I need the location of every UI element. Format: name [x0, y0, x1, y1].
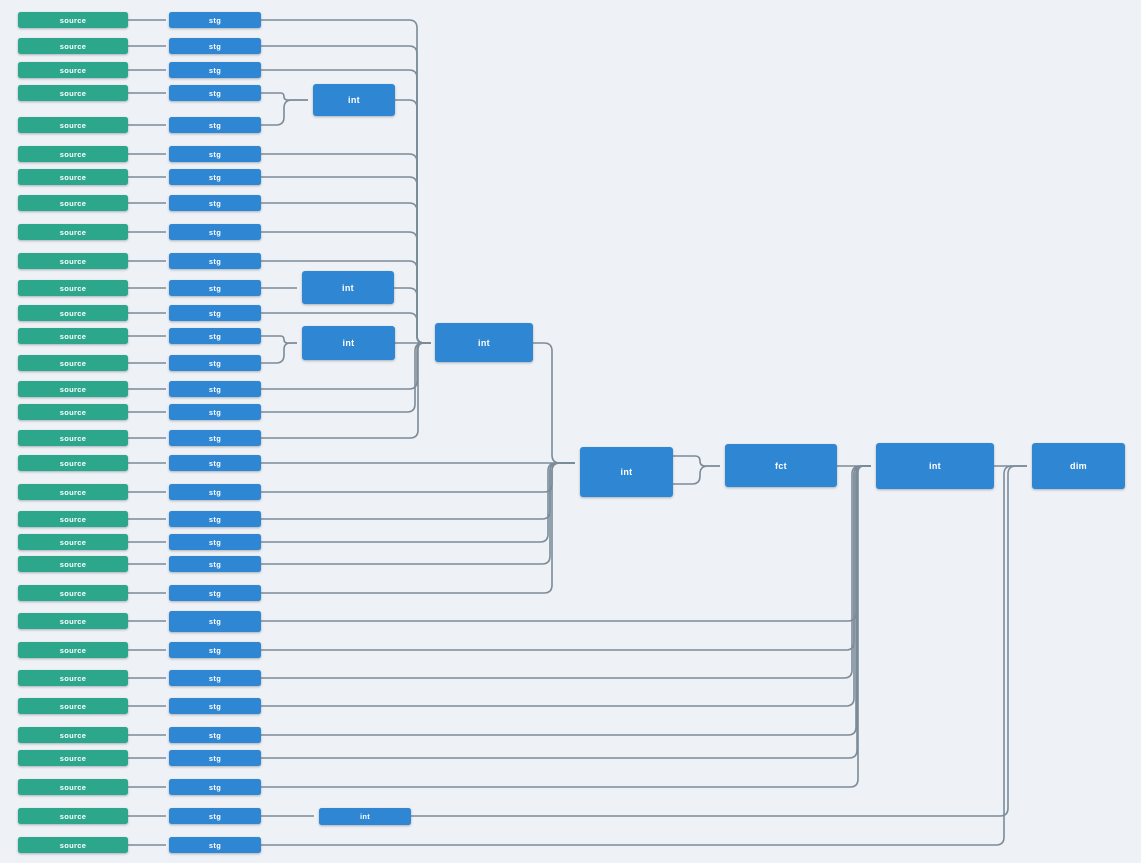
node-stg-13[interactable]: stg	[169, 328, 261, 344]
node-source-31[interactable]: source	[18, 808, 128, 824]
node-source-32[interactable]: source	[18, 837, 128, 853]
node-source-4[interactable]: source	[18, 85, 128, 101]
node-source-22[interactable]: source	[18, 556, 128, 572]
node-stg-32[interactable]: stg	[169, 837, 261, 853]
edge-stg-17-to-int-4	[261, 342, 431, 439]
node-stg-10[interactable]: stg	[169, 253, 261, 269]
node-stg-20[interactable]: stg	[169, 511, 261, 527]
node-source-8[interactable]: source	[18, 195, 128, 211]
node-source-25[interactable]: source	[18, 642, 128, 658]
node-source-18[interactable]: source	[18, 455, 128, 471]
node-source-24[interactable]: source	[18, 613, 128, 629]
node-source-30[interactable]: source	[18, 779, 128, 795]
node-int-4[interactable]: int	[435, 323, 533, 362]
node-source-29[interactable]: source	[18, 750, 128, 766]
node-source-10[interactable]: source	[18, 253, 128, 269]
node-stg-21[interactable]: stg	[169, 534, 261, 550]
node-source-20[interactable]: source	[18, 511, 128, 527]
node-stg-31[interactable]: stg	[169, 808, 261, 824]
node-int-7[interactable]: int	[319, 808, 411, 825]
edge-stg-32-to-dim-1	[261, 465, 1027, 846]
edge-stg-23-to-int-5	[261, 462, 575, 594]
node-source-26[interactable]: source	[18, 670, 128, 686]
node-stg-15[interactable]: stg	[169, 381, 261, 397]
node-stg-4[interactable]: stg	[169, 85, 261, 101]
node-stg-28[interactable]: stg	[169, 727, 261, 743]
node-stg-25[interactable]: stg	[169, 642, 261, 658]
node-source-16[interactable]: source	[18, 404, 128, 420]
edge-stg-13-to-int-3	[261, 335, 297, 344]
node-source-14[interactable]: source	[18, 355, 128, 371]
node-source-7[interactable]: source	[18, 169, 128, 185]
node-stg-23[interactable]: stg	[169, 585, 261, 601]
edge-int-5-to-fct-1	[673, 465, 720, 485]
node-source-17[interactable]: source	[18, 430, 128, 446]
node-int-2[interactable]: int	[302, 271, 394, 304]
node-source-12[interactable]: source	[18, 305, 128, 321]
node-source-1[interactable]: source	[18, 12, 128, 28]
node-stg-27[interactable]: stg	[169, 698, 261, 714]
node-stg-16[interactable]: stg	[169, 404, 261, 420]
node-source-15[interactable]: source	[18, 381, 128, 397]
node-fct-1[interactable]: fct	[725, 444, 837, 487]
node-stg-8[interactable]: stg	[169, 195, 261, 211]
node-stg-14[interactable]: stg	[169, 355, 261, 371]
node-stg-9[interactable]: stg	[169, 224, 261, 240]
node-int-1[interactable]: int	[313, 84, 395, 116]
node-source-5[interactable]: source	[18, 117, 128, 133]
node-stg-26[interactable]: stg	[169, 670, 261, 686]
node-stg-2[interactable]: stg	[169, 38, 261, 54]
node-int-5[interactable]: int	[580, 447, 673, 497]
node-int-3[interactable]: int	[302, 326, 395, 360]
node-stg-12[interactable]: stg	[169, 305, 261, 321]
node-stg-6[interactable]: stg	[169, 146, 261, 162]
node-source-19[interactable]: source	[18, 484, 128, 500]
node-source-23[interactable]: source	[18, 585, 128, 601]
node-stg-18[interactable]: stg	[169, 455, 261, 471]
node-int-6[interactable]: int	[876, 443, 994, 489]
node-dim-1[interactable]: dim	[1032, 443, 1125, 489]
node-stg-17[interactable]: stg	[169, 430, 261, 446]
node-stg-29[interactable]: stg	[169, 750, 261, 766]
node-source-28[interactable]: source	[18, 727, 128, 743]
node-stg-5[interactable]: stg	[169, 117, 261, 133]
edge-stg-30-to-int-6	[261, 465, 871, 788]
node-source-3[interactable]: source	[18, 62, 128, 78]
edge-int-5-to-fct-1	[673, 455, 720, 467]
node-source-27[interactable]: source	[18, 698, 128, 714]
node-stg-1[interactable]: stg	[169, 12, 261, 28]
node-stg-19[interactable]: stg	[169, 484, 261, 500]
node-source-21[interactable]: source	[18, 534, 128, 550]
edge-stg-5-to-int-1	[261, 99, 308, 126]
edge-stg-14-to-int-3	[261, 342, 297, 364]
node-stg-30[interactable]: stg	[169, 779, 261, 795]
node-source-6[interactable]: source	[18, 146, 128, 162]
node-stg-3[interactable]: stg	[169, 62, 261, 78]
edge-stg-4-to-int-1	[261, 92, 308, 101]
node-source-9[interactable]: source	[18, 224, 128, 240]
node-stg-22[interactable]: stg	[169, 556, 261, 572]
node-source-2[interactable]: source	[18, 38, 128, 54]
node-stg-7[interactable]: stg	[169, 169, 261, 185]
node-stg-24[interactable]: stg	[169, 611, 261, 632]
node-source-11[interactable]: source	[18, 280, 128, 296]
node-source-13[interactable]: source	[18, 328, 128, 344]
node-stg-11[interactable]: stg	[169, 280, 261, 296]
